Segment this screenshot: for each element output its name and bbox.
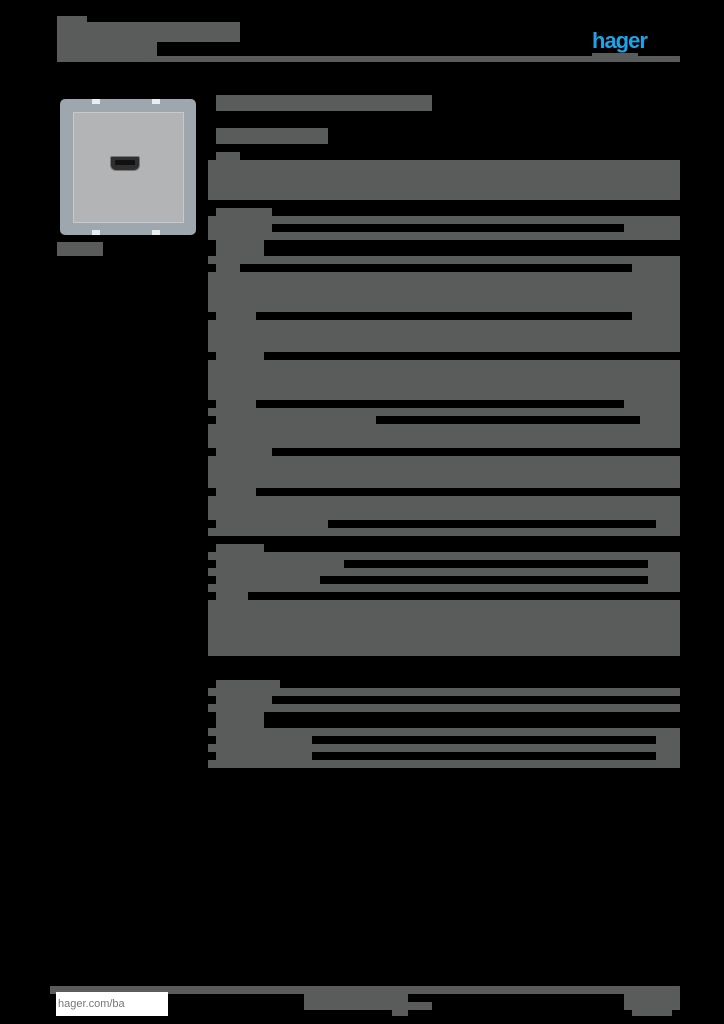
spec-label — [216, 592, 248, 600]
spec-label — [216, 712, 264, 728]
description-block — [208, 160, 680, 200]
frame-clip — [152, 99, 160, 104]
spec-label — [216, 488, 256, 496]
spec-value — [632, 312, 680, 320]
footer-website-link[interactable]: hager.com/ba — [56, 992, 168, 1016]
frame-clip — [92, 99, 100, 104]
spec-row — [208, 688, 680, 696]
spec-row — [208, 424, 680, 448]
spec-label — [216, 752, 312, 760]
spec-value — [624, 400, 680, 408]
spec-value — [656, 736, 680, 744]
spec-value — [648, 576, 680, 584]
spec-label — [216, 352, 264, 360]
spec-row — [208, 232, 680, 240]
spec-label — [216, 312, 256, 320]
spec-row — [208, 408, 680, 416]
footer-rule — [50, 986, 680, 994]
spec-label — [216, 696, 272, 704]
header-title-block — [57, 16, 87, 22]
spec-row — [208, 256, 680, 264]
spec-label — [216, 576, 320, 584]
product-title-block — [216, 95, 432, 111]
hager-logo: hager — [592, 28, 648, 53]
spec-row — [208, 528, 680, 536]
spec-label — [216, 240, 264, 256]
spec-row — [208, 600, 680, 656]
spec-label — [216, 400, 256, 408]
image-caption-block — [57, 242, 103, 256]
footer-page-block — [632, 1010, 672, 1016]
spec-row — [208, 320, 680, 352]
spec-row — [208, 704, 680, 712]
spec-row — [208, 568, 680, 576]
spec-label — [216, 520, 328, 528]
spec-row — [208, 360, 680, 400]
footer-center-block — [304, 994, 408, 1002]
spec-label — [208, 224, 272, 232]
spec-row — [208, 728, 680, 736]
product-number-block — [216, 128, 328, 144]
footer-page-block — [624, 994, 680, 1010]
spec-row — [208, 272, 680, 312]
spec-label — [216, 560, 344, 568]
frame-clip — [152, 230, 160, 235]
spec-row — [208, 216, 680, 224]
spec-value — [648, 560, 680, 568]
spec-value — [656, 520, 680, 528]
spec-row — [208, 552, 680, 560]
spec-label — [216, 416, 376, 424]
spec-value — [632, 264, 680, 272]
spec-heading-block — [216, 208, 272, 216]
header-rule — [57, 56, 680, 62]
section-label-block — [216, 152, 240, 160]
footer-center-block — [392, 1010, 408, 1016]
spec-row — [208, 496, 680, 520]
frame-clip — [92, 230, 100, 235]
spec-value — [640, 416, 680, 424]
spec-row — [208, 760, 680, 768]
hdmi-port-icon — [110, 156, 140, 171]
product-image — [60, 99, 196, 235]
logo-underline — [592, 53, 638, 56]
spec-row — [208, 584, 680, 592]
spec-label — [216, 264, 240, 272]
spec-value — [624, 224, 680, 232]
spec-heading-block — [216, 680, 280, 688]
spec-value — [656, 752, 680, 760]
spec-row — [208, 456, 680, 488]
spec-row — [208, 744, 680, 752]
spec-label — [216, 448, 272, 456]
footer-center-block — [304, 1002, 432, 1010]
header-title-block — [57, 22, 240, 42]
spec-label — [216, 736, 312, 744]
spec-heading-block — [216, 544, 264, 552]
